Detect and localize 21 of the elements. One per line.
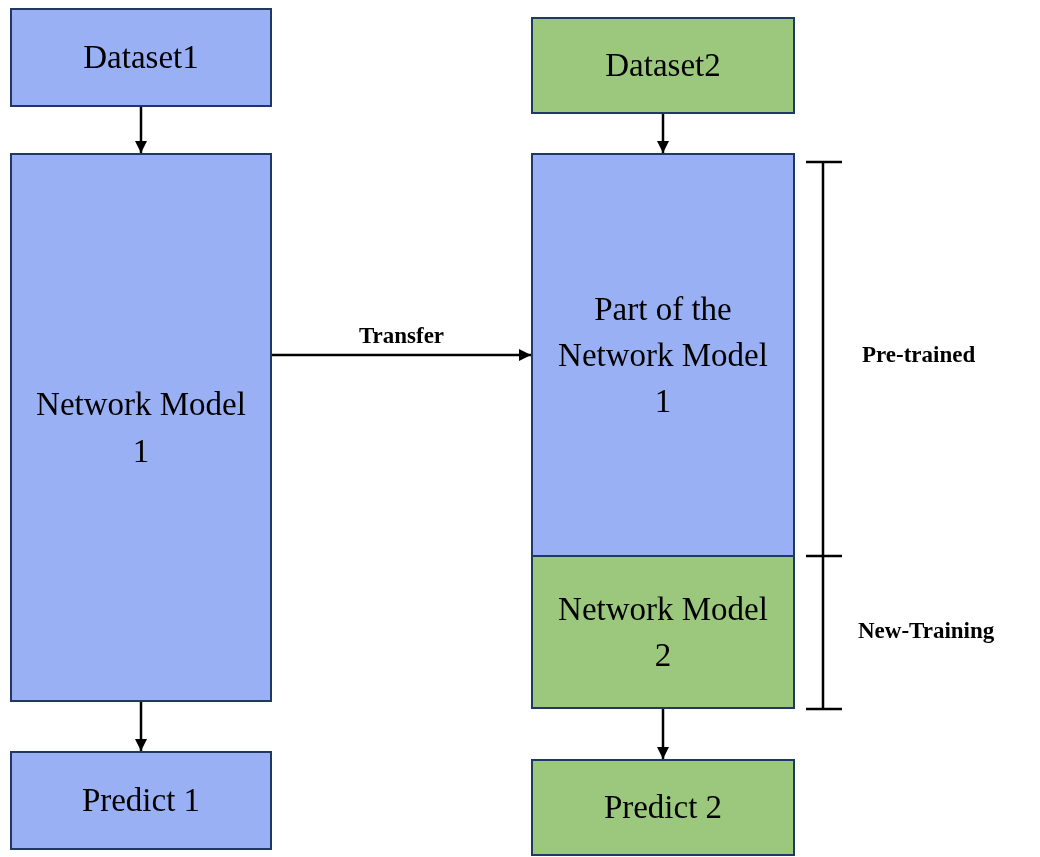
process-box xyxy=(531,17,795,114)
arrow xyxy=(656,114,670,153)
process-box xyxy=(10,751,272,850)
process-box xyxy=(531,759,795,856)
arrow xyxy=(656,709,670,759)
arrow xyxy=(134,107,148,153)
box-label: Dataset1 xyxy=(82,38,200,78)
box-label: Dataset2 xyxy=(604,46,722,86)
process-box xyxy=(531,555,795,709)
box-label: Predict 1 xyxy=(80,781,202,821)
process-box xyxy=(10,8,272,107)
arrow xyxy=(134,702,148,751)
bracket-label: Pre-trained xyxy=(862,342,976,368)
box-label: Network Model 2 xyxy=(557,589,769,675)
box-label: Predict 2 xyxy=(602,788,724,828)
process-box xyxy=(10,153,272,702)
process-box xyxy=(531,153,795,557)
box-label: Network Model 1 xyxy=(35,385,247,471)
arrow xyxy=(272,348,531,362)
bracket-label: New-Training xyxy=(858,618,995,644)
box-label: Part of the Network Model 1 xyxy=(557,289,769,422)
